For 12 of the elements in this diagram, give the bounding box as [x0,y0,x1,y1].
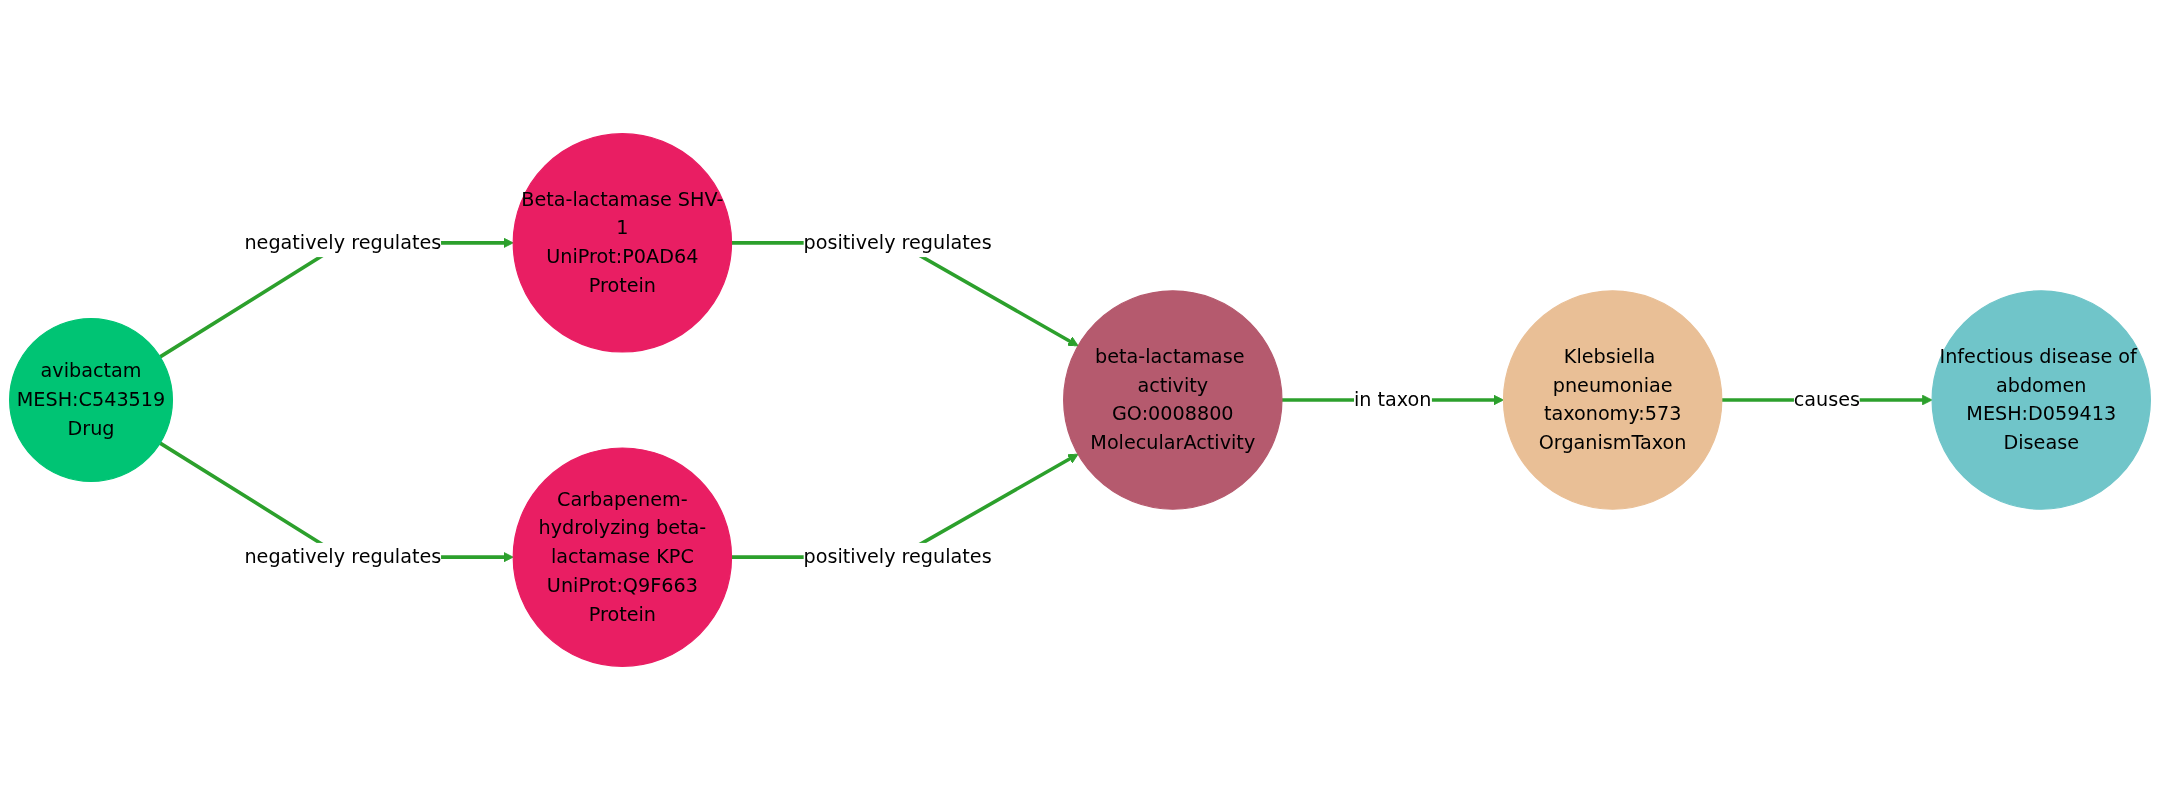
node-circle: Beta-lactamase SHV-1 UniProt:P0AD64 Protein [512,133,733,353]
node-circle: Klebsiella pneumoniae taxonomy:573 OrganismTaxon [1502,290,1723,510]
edge-label: negatively regulates [244,230,442,254]
node-circle: Infectious disease of abdomen MESH:D059413 Disease [1931,290,2151,510]
node-circle: Carbapenem-hydrolyzing beta-lactamase KPC UniProt:Q9F663 Protein [512,447,733,667]
edge-label: negatively regulates [244,545,442,568]
node-circle: beta-lactamase activity GO:0008800 MolecularActivity [1063,290,1283,510]
edge-label: positively regulates [803,545,992,568]
edge-label: causes [1793,388,1861,411]
edge-label: positively regulates [803,230,992,254]
edge-label: in taxon [1353,388,1432,411]
node-circle: avibactam MESH:C543519 Drug [9,317,174,483]
